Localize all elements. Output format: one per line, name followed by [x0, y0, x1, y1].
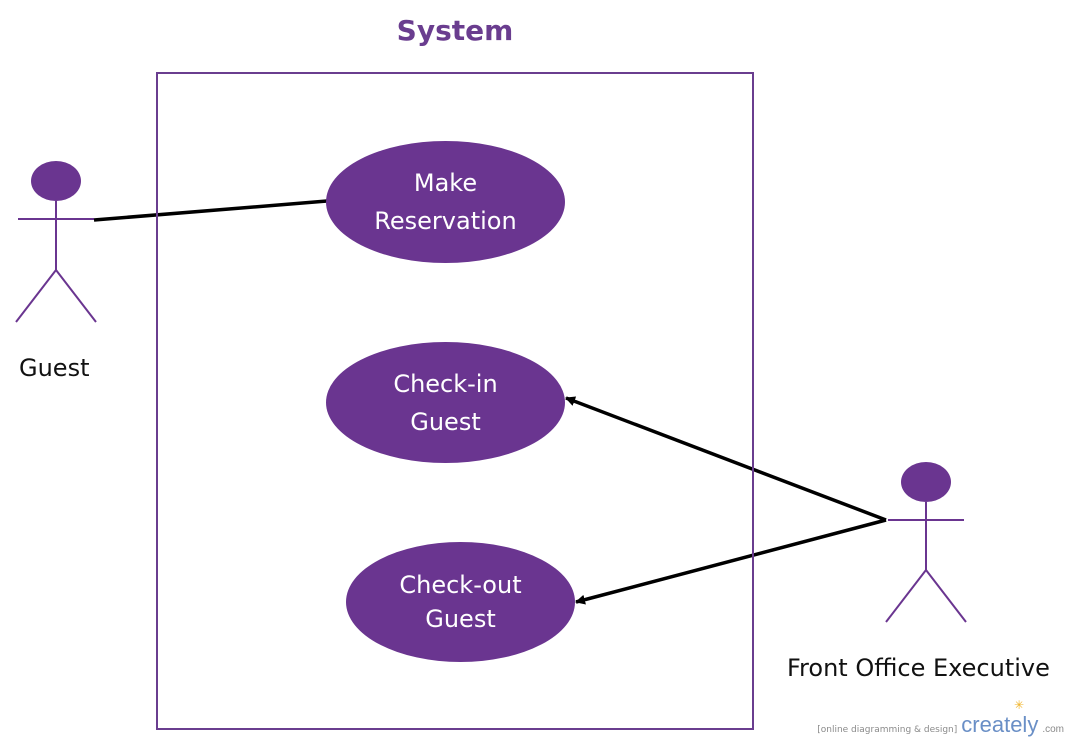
system-boundary[interactable]: [156, 72, 754, 730]
use-case-label-line2: Reservation: [374, 207, 517, 235]
front-office-actor-right-leg: [925, 569, 967, 623]
creately-watermark[interactable]: [online diagramming & design] creately .…: [817, 699, 1064, 738]
use-case-check-out-guest[interactable]: Check-out Guest: [346, 542, 575, 662]
front-office-actor-label: Front Office Executive: [787, 654, 1050, 682]
front-office-actor-head: [901, 462, 951, 502]
guest-actor-figure: [15, 161, 97, 323]
use-case-make-reservation[interactable]: Make Reservation: [326, 141, 565, 263]
use-case-label-line1: Check-in: [393, 369, 498, 398]
association-front-office-check-in: [565, 396, 887, 522]
use-case-check-in-guest[interactable]: Check-in Guest: [326, 342, 565, 463]
guest-actor-right-leg: [55, 269, 97, 323]
front-office-actor-left-leg: [885, 569, 927, 623]
use-case-label-line2: Guest: [410, 407, 481, 436]
use-case-label-line1: Check-out: [399, 571, 522, 599]
association-guest-make-reservation: [93, 199, 328, 222]
watermark-tagline: [online diagramming & design]: [817, 725, 958, 735]
front-office-actor-figure: [885, 462, 967, 623]
guest-actor-head: [31, 161, 81, 201]
guest-actor-left-leg: [15, 269, 57, 323]
guest-actor-label: Guest: [19, 354, 90, 382]
watermark-brand-logo: creately: [961, 712, 1039, 737]
use-case-label-line1: Make: [413, 169, 478, 197]
association-front-office-check-out: [575, 518, 887, 605]
sun-icon: ✳: [1014, 698, 1025, 712]
use-case-label-line2: Guest: [425, 605, 496, 633]
system-title: System: [396, 14, 514, 47]
watermark-domain-suffix: .com: [1042, 724, 1064, 735]
